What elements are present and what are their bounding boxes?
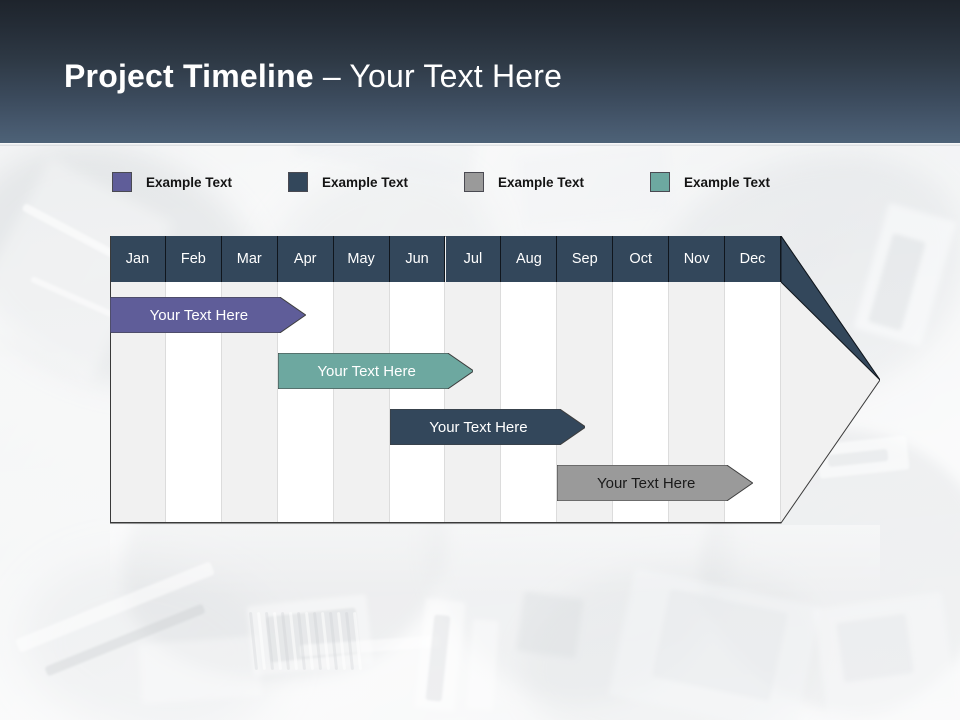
month-column-aug [501,282,558,523]
month-header-jul[interactable]: Jul [445,236,502,282]
task-bar-label: Your Text Here [596,474,696,492]
month-header-jan[interactable]: Jan [110,236,166,282]
legend-swatch-icon [464,172,484,192]
month-label: Dec [739,251,766,267]
task-bar-label: Your Text Here [149,306,249,324]
task-bar-arrow-icon [277,353,474,389]
legend-label: Example Text [322,174,409,190]
legend-item-1: Example Text [112,170,232,194]
month-label: May [347,251,375,267]
month-header-may[interactable]: May [333,236,390,282]
gantt-chart: Jan Feb Mar Apr May Jun Jul Aug Sep Oct Nov Dec You… [110,236,880,524]
legend-label: Example Text [146,174,233,190]
month-header-feb[interactable]: Feb [165,236,222,282]
task-bar-arrow-icon [557,465,754,501]
month-header-jun[interactable]: Jun [389,236,446,282]
month-label: Jun [405,251,429,267]
legend-label: Example Text [684,174,771,190]
task-bar-arrow-icon [110,297,306,333]
month-header-mar[interactable]: Mar [221,236,278,282]
month-label: Aug [515,251,542,267]
month-column-jun [389,282,446,523]
legend-item-3: Example Text [464,170,584,194]
month-label: Oct [629,251,652,267]
month-label: Mar [236,251,262,267]
task-bar-label: Your Text Here [317,362,416,380]
legend-swatch-icon [650,172,670,192]
task-bar-arrow-icon [389,409,586,445]
title-light: – Your Text Here [313,58,563,94]
task-bar-3[interactable]: Your Text Here [389,409,586,445]
month-label: Apr [293,251,317,267]
legend-swatch-icon [288,172,308,192]
month-label: Nov [683,251,710,267]
page-title: Project Timeline – Your Text Here [64,58,562,95]
title-strong: Project Timeline [64,58,314,94]
chart-frame [110,236,781,523]
month-column-may [333,282,390,523]
month-header-apr[interactable]: Apr [277,236,334,282]
month-label: Jul [463,251,483,267]
legend: Example Text Example Text Example Text Exam… [112,170,812,194]
task-bar-label: Your Text Here [429,418,528,436]
legend-swatch-icon [112,172,132,192]
month-header-oct[interactable]: Oct [613,236,670,282]
month-label: Jan [125,251,150,267]
legend-label: Example Text [498,174,585,190]
month-header-row: Jan Feb Mar Apr May Jun Jul Aug Sep Oct Nov Dec [110,236,781,282]
legend-item-2: Example Text [288,170,408,194]
month-label: Sep [571,251,598,267]
month-header-sep[interactable]: Sep [557,236,614,282]
title-banner [0,0,960,143]
task-bar-4[interactable]: Your Text Here [557,465,754,501]
task-bar-1[interactable]: Your Text Here [110,297,306,333]
month-header-aug[interactable]: Aug [501,236,558,282]
month-column-jul [445,282,502,523]
month-label: Feb [180,251,206,267]
month-header-nov[interactable]: Nov [669,236,726,282]
month-header-dec[interactable]: Dec [725,236,781,282]
task-bar-2[interactable]: Your Text Here [277,353,474,389]
legend-item-4: Example Text [650,170,770,194]
banner-edge [0,143,960,146]
